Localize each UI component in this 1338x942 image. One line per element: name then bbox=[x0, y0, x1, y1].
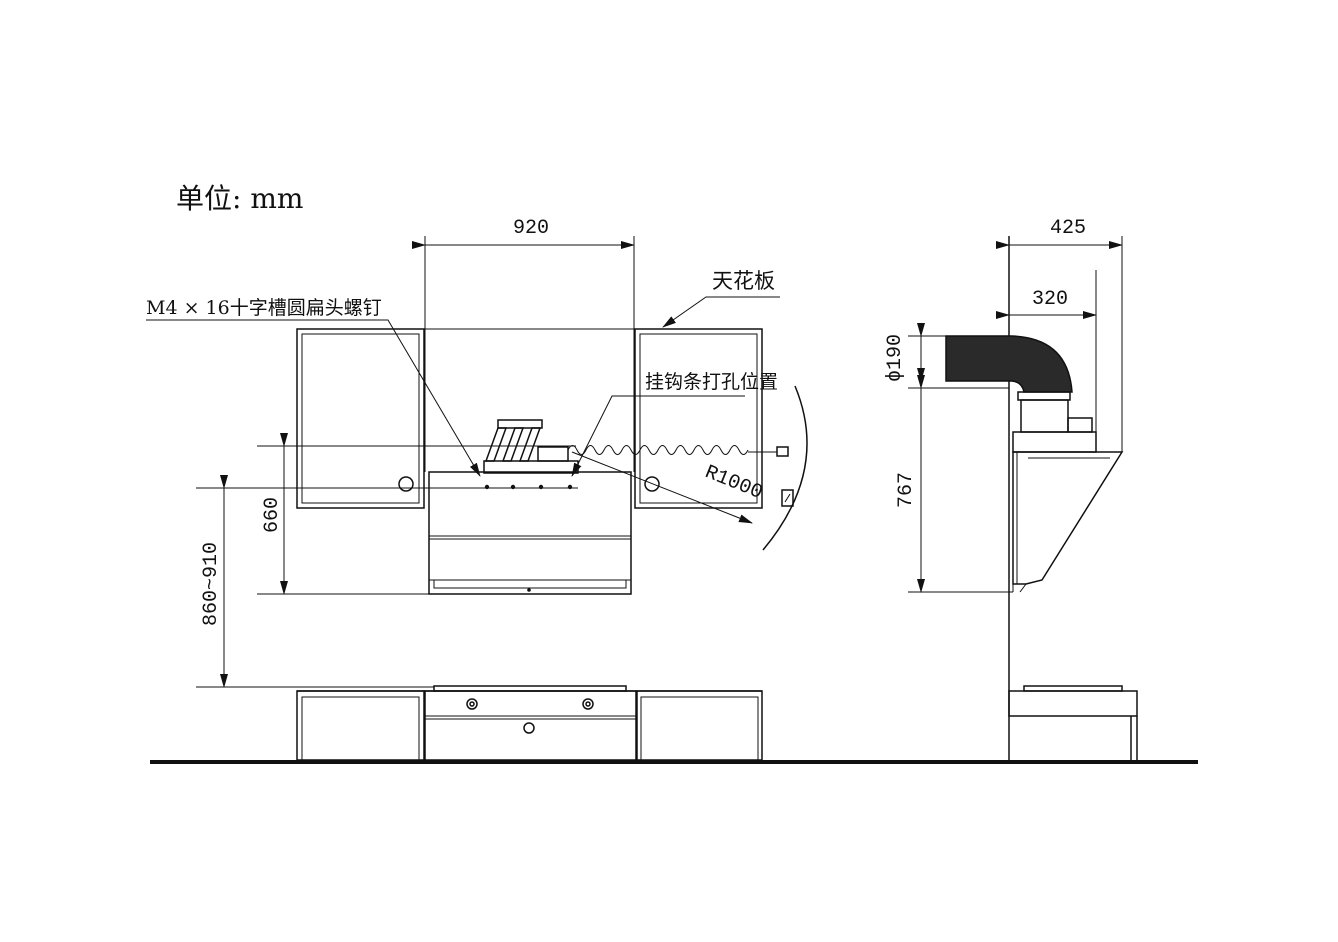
install-height-value: 860~910 bbox=[200, 542, 223, 626]
cabinet-knob bbox=[523, 722, 535, 734]
mounting-plate bbox=[483, 460, 579, 474]
swing-radius-arc bbox=[762, 385, 808, 551]
radius-value: R1000 bbox=[701, 461, 765, 505]
cooktop-cabinet bbox=[424, 690, 637, 761]
ceiling-leader bbox=[662, 296, 780, 328]
width-dimension-value: 920 bbox=[513, 217, 549, 240]
right-base-cabinet bbox=[636, 690, 763, 761]
screw-leader bbox=[146, 319, 481, 477]
left-wall-cabinet bbox=[296, 328, 425, 509]
ceiling-callout: 天花板 bbox=[712, 269, 775, 293]
fan-motor bbox=[1020, 399, 1069, 433]
unit-label: 单位: mm bbox=[176, 182, 303, 215]
front-view: 920 R1000 bbox=[146, 217, 808, 761]
left-cabinet-knob bbox=[398, 476, 414, 492]
height-767-value: 767 bbox=[895, 472, 918, 508]
depth-320-value: 320 bbox=[1032, 288, 1068, 311]
power-plug bbox=[776, 446, 789, 457]
duct-diameter-value: ϕ190 bbox=[884, 334, 907, 382]
side-view: 425 320 ϕ190 767 bbox=[884, 217, 1138, 760]
screw-callout: M4 × 16十字槽圆扁头螺钉 bbox=[146, 297, 382, 319]
hook-holes-callout: 挂钩条打孔位置 bbox=[645, 371, 778, 393]
wall-socket bbox=[781, 489, 794, 507]
left-base-cabinet bbox=[296, 690, 425, 761]
radius-leader bbox=[571, 451, 753, 524]
hood-side-profile bbox=[1012, 451, 1124, 585]
power-cord bbox=[567, 445, 749, 455]
stove-knob-right bbox=[582, 698, 594, 710]
right-wall-cabinet bbox=[634, 328, 763, 509]
exhaust-duct bbox=[945, 335, 1073, 393]
depth-425-value: 425 bbox=[1050, 217, 1086, 240]
range-hood-body bbox=[428, 471, 632, 595]
height-660-value: 660 bbox=[261, 497, 284, 533]
stove-knob-left bbox=[466, 698, 478, 710]
outlet-flange bbox=[497, 419, 543, 429]
hook-holes-leader bbox=[571, 395, 745, 477]
right-cabinet-knob bbox=[644, 476, 660, 492]
